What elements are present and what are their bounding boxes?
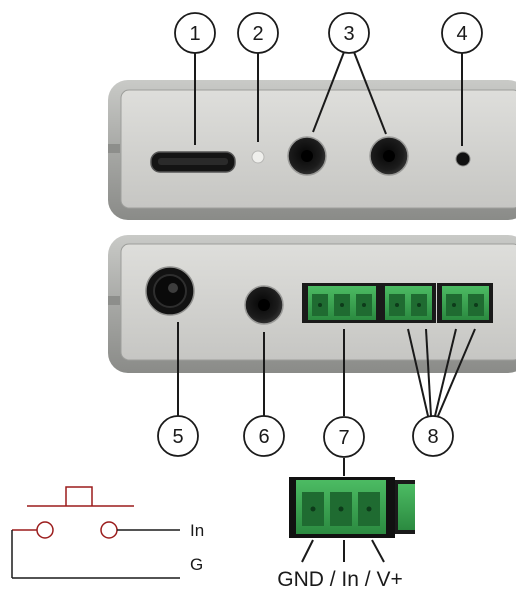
top-panel: [108, 80, 516, 220]
callout-2-label: 2: [252, 23, 263, 45]
callout-1-label: 1: [189, 23, 200, 45]
switch-actuator: [65, 486, 93, 506]
terminal-block-2pin-a: [380, 283, 436, 323]
callout-6: 6: [243, 415, 285, 457]
callout-8-label: 8: [427, 426, 438, 448]
ground-label: G: [190, 555, 203, 574]
callout-3: 3: [328, 12, 370, 54]
callout-7-label: 7: [338, 427, 349, 449]
callout-leaders: [177, 51, 476, 476]
callout-4-label: 4: [456, 23, 467, 45]
callout-1: 1: [174, 12, 216, 54]
top-edge-notch: [108, 144, 120, 153]
leader-8a: [407, 328, 429, 417]
callout-5: 5: [157, 415, 199, 457]
bottom-edge-notch: [108, 296, 120, 305]
in-label: In: [190, 521, 204, 540]
callout-7: 7: [323, 416, 365, 458]
callout-2: 2: [237, 12, 279, 54]
leader-3b: [353, 51, 387, 135]
callout-5-label: 5: [172, 426, 183, 448]
leader-3a: [312, 51, 345, 133]
switch-contact-right: [100, 521, 118, 539]
bottom-panel: [108, 235, 516, 373]
reset-hole: [455, 151, 471, 167]
leader-8c: [434, 328, 457, 417]
pin-lead-gnd: [301, 539, 314, 563]
terminal-block-2pin-b: [437, 283, 493, 323]
power-jack: [145, 266, 195, 316]
card-slot: [150, 151, 236, 173]
pin-label: GND / In / V+: [277, 568, 402, 590]
callout-8: 8: [412, 415, 454, 457]
status-led: [251, 150, 265, 164]
pin-lead-vplus: [371, 539, 385, 563]
callout-4: 4: [441, 12, 483, 54]
terminal-block-3pin: [302, 283, 381, 323]
callout-3-label: 3: [343, 23, 354, 45]
switch-schematic: In G: [11, 486, 204, 579]
callout-6-label: 6: [258, 426, 269, 448]
terminal-detail: GND / In / V+: [277, 477, 415, 590]
leader-8d: [437, 328, 476, 417]
leader-8b: [425, 328, 432, 417]
switch-contact-left: [36, 521, 54, 539]
